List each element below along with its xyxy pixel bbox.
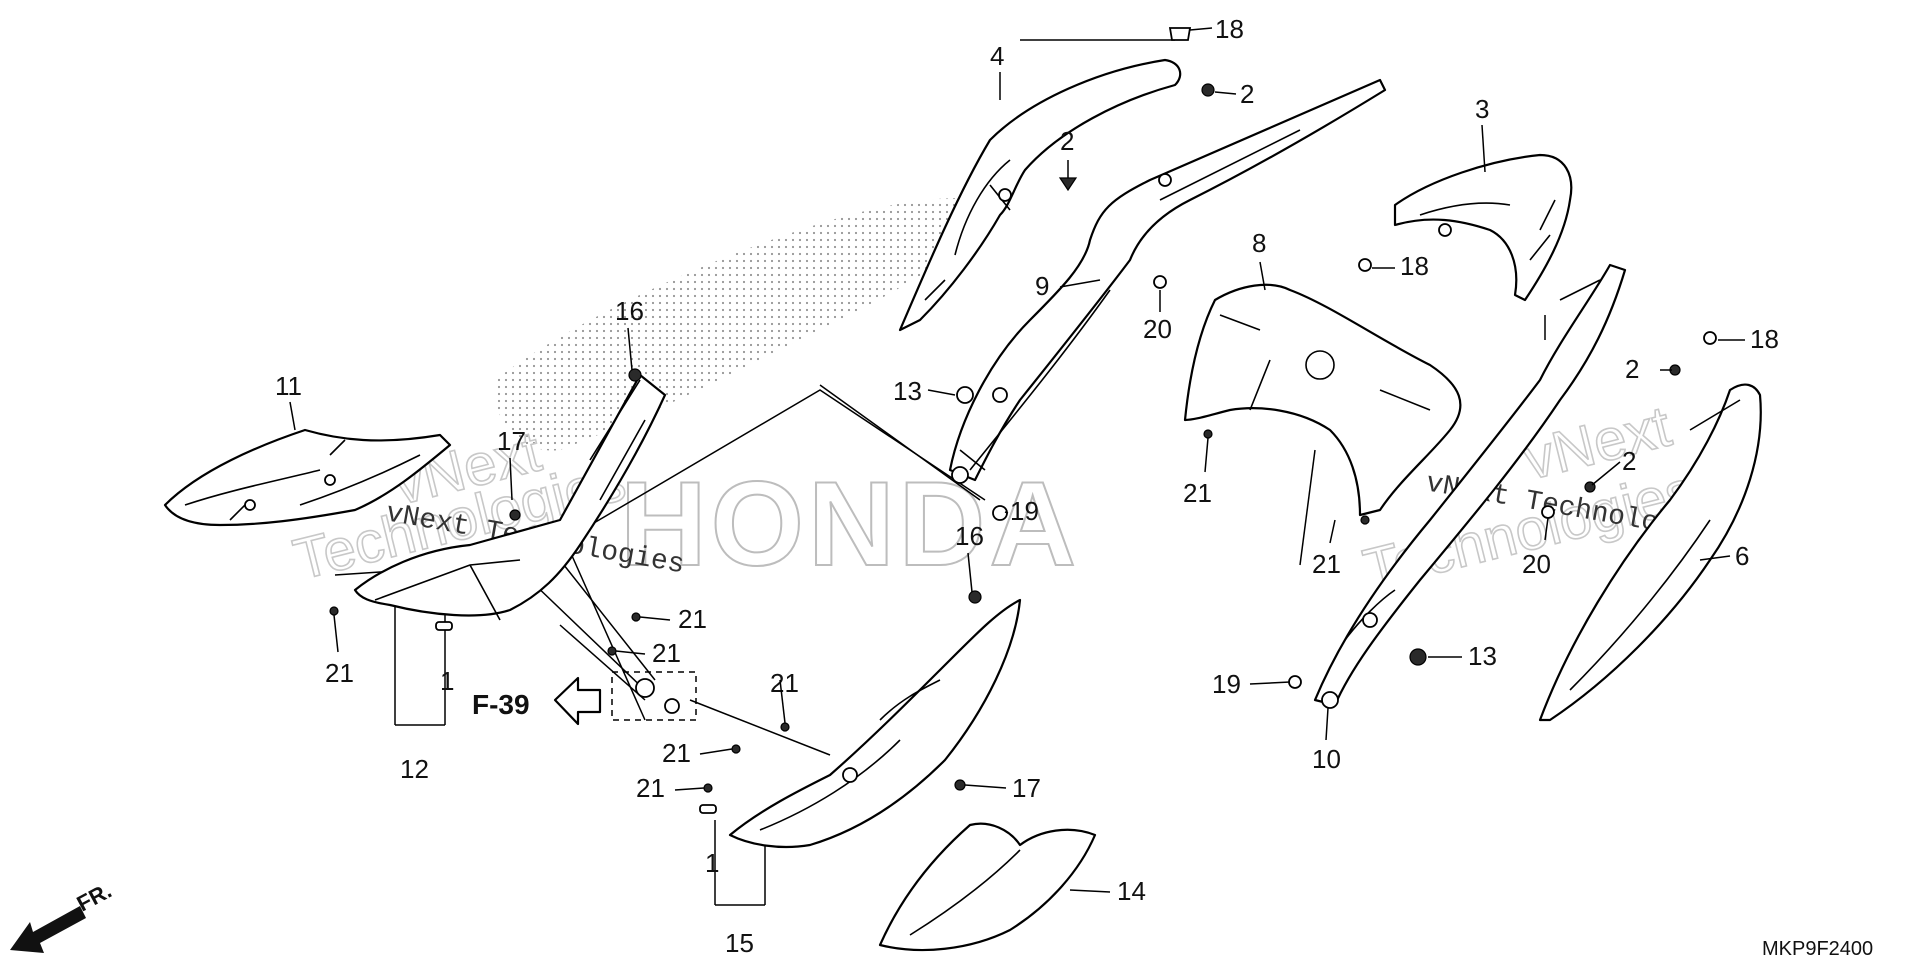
part-12-inner-panel [353, 373, 667, 631]
part-3-tail-top [1393, 153, 1573, 302]
callout-10: 10 [1312, 744, 1341, 774]
callout-2-mid: 2 [1060, 126, 1074, 156]
callout-4: 4 [990, 41, 1004, 71]
callout-21-right: 21 [1312, 549, 1341, 579]
part-10-right-frame [1313, 263, 1627, 709]
callout-2-lower: 2 [1622, 446, 1636, 476]
callout-17-left: 17 [497, 426, 526, 456]
callout-14: 14 [1117, 876, 1146, 906]
callout-2-top: 2 [1240, 79, 1254, 109]
callout-6: 6 [1735, 541, 1749, 571]
callout-leaders [289, 27, 1745, 893]
callout-21-e: 21 [636, 773, 665, 803]
callout-16-mid: 16 [955, 521, 984, 551]
callout-3: 3 [1475, 94, 1489, 124]
callout-21-a: 21 [678, 604, 707, 634]
callout-19-left: 19 [1010, 496, 1039, 526]
callout-13-left: 13 [893, 376, 922, 406]
callout-1-lower: 1 [705, 848, 719, 878]
part-9-frame-panel [948, 78, 1387, 484]
callout-18-mid: 18 [1400, 251, 1429, 281]
reference-arrow-icon [553, 676, 602, 726]
callout-20-left: 20 [1143, 314, 1172, 344]
reference-f39: F-39 [472, 676, 602, 726]
callout-16-left: 16 [615, 296, 644, 326]
part-14-small-cover [878, 822, 1097, 952]
callout-8: 8 [1252, 228, 1266, 258]
part-8-center-bracket [1183, 283, 1462, 517]
callout-18-right: 18 [1750, 324, 1779, 354]
part-6-right-cover [1538, 383, 1762, 722]
front-indicator: FR. [10, 878, 116, 953]
callout-2-right: 2 [1625, 354, 1639, 384]
callouts: 4 18 2 2 3 9 20 8 18 18 2 2 13 19 16 11 … [275, 14, 1779, 958]
callout-21-b: 21 [652, 638, 681, 668]
part-4-upper-cover [898, 58, 1182, 332]
callout-19-right: 19 [1212, 669, 1241, 699]
watermark-halftone-wing [494, 198, 1010, 451]
part-15-lower-cover [728, 598, 1022, 849]
part-11-cowl [163, 428, 452, 527]
callout-12: 12 [400, 754, 429, 784]
watermark-logo-text: HONDA [620, 457, 1080, 591]
callout-17-right: 17 [1012, 773, 1041, 803]
callout-21-center: 21 [1183, 478, 1212, 508]
callout-20-right: 20 [1522, 549, 1551, 579]
diagram-code: MKP9F2400 [1762, 938, 1873, 960]
reference-text: F-39 [472, 689, 530, 720]
callout-18-top: 18 [1215, 14, 1244, 44]
callout-9: 9 [1035, 271, 1049, 301]
front-arrow-icon [10, 906, 86, 953]
callout-15: 15 [725, 928, 754, 958]
callout-21-left: 21 [325, 658, 354, 688]
callout-21-d: 21 [662, 738, 691, 768]
callout-13-right: 13 [1468, 641, 1497, 671]
callout-1-left: 1 [440, 666, 454, 696]
callout-11: 11 [275, 371, 302, 401]
callout-21-c: 21 [770, 668, 799, 698]
